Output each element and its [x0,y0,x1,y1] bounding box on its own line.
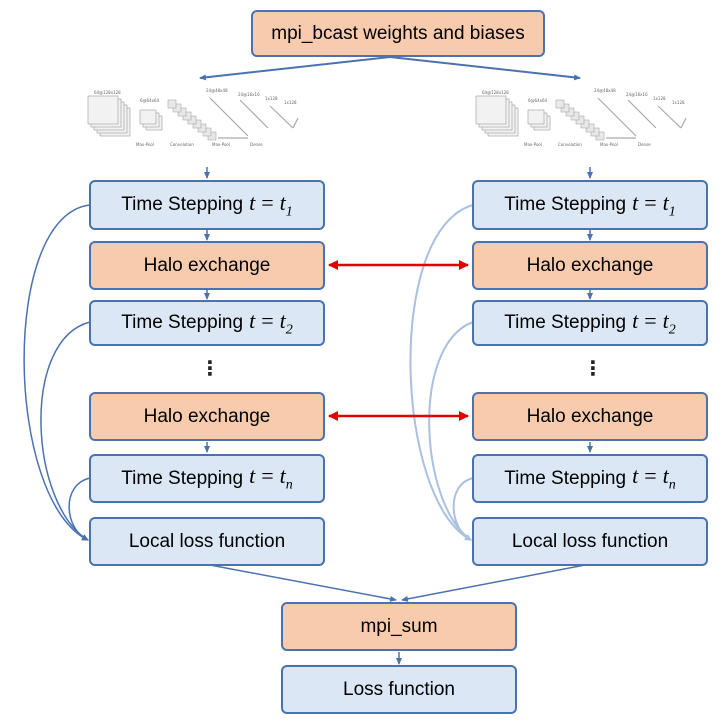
right-time-step-1: Time Stepping t=t1 [472,180,708,230]
right-loss-to-sum-arrow [401,564,586,602]
left-halo-exchange-2: Halo exchange [89,392,325,441]
right-time-step-2: Time Stepping t=t2 [472,300,708,346]
left-loss-curves [23,204,91,541]
mpi-sum-box: mpi_sum [281,602,517,651]
left-ellipsis: ⋮ [200,358,220,380]
svg-text:Max-Pool: Max-Pool [136,142,154,147]
svg-text:Max-Pool: Max-Pool [524,142,542,147]
cnn-network-icon-right: 64@128x128 6@64x64 24@48x48 24@16x16 1x1… [475,88,687,147]
halo-label: Halo exchange [143,254,271,276]
left-local-loss: Local loss function [89,517,325,566]
time-step-label: Time Stepping [504,312,627,333]
time-step-equation: t=tn [632,463,676,493]
time-step-label: Time Stepping [121,467,244,489]
svg-text:Convolution: Convolution [558,142,582,147]
time-step-label: Time Stepping [121,312,244,333]
svg-text:6@64x64: 6@64x64 [140,98,160,103]
right-ellipsis: ⋮ [583,358,603,380]
svg-text:64@128x128: 64@128x128 [94,90,121,95]
right-loss-curves [409,204,474,541]
halo-label: Halo exchange [526,254,654,276]
loss-function-box: Loss function [281,665,517,714]
right-time-step-n: Time Stepping t=tn [472,454,708,503]
cnn-network-icon-left: 64@128x128 6@64x64 24@48x48 24@16x16 1x1… [87,88,299,147]
svg-text:24@16x16: 24@16x16 [626,92,648,97]
time-step-equation: t=t1 [249,189,293,220]
svg-text:Dense: Dense [250,142,263,147]
svg-text:1x128: 1x128 [653,96,666,101]
left-time-step-2: Time Stepping t=t2 [89,300,325,346]
bcast-arrow-left [199,56,391,81]
halo-label: Halo exchange [526,405,654,427]
right-local-loss: Local loss function [472,517,708,566]
left-time-step-1: Time Stepping t=t1 [89,180,325,230]
halo-label: Halo exchange [143,405,271,427]
time-step-equation: t=t2 [249,307,293,338]
right-halo-exchange-2: Halo exchange [472,392,708,441]
svg-text:1x128: 1x128 [672,100,685,105]
bcast-arrow-right [389,56,581,81]
svg-text:1x128: 1x128 [284,100,297,105]
svg-text:6@64x64: 6@64x64 [528,98,548,103]
svg-text:Max-Pool: Max-Pool [212,142,230,147]
time-step-label: Time Stepping [504,194,627,215]
left-loss-to-sum-arrow [209,564,397,602]
right-halo-exchange-1: Halo exchange [472,241,708,290]
time-step-equation: t=t1 [632,189,676,220]
time-step-label: Time Stepping [504,467,627,489]
svg-text:Convolution: Convolution [170,142,194,147]
svg-text:24@16x16: 24@16x16 [238,92,260,97]
svg-text:Dense: Dense [638,142,651,147]
mpi-sum-label: mpi_sum [360,615,438,637]
local-loss-label: Local loss function [511,530,669,552]
svg-text:64@128x128: 64@128x128 [482,90,509,95]
time-step-equation: t=tn [249,463,293,493]
left-time-step-n: Time Stepping t=tn [89,454,325,503]
svg-text:Max-Pool: Max-Pool [600,142,618,147]
loss-function-label: Loss function [343,678,455,700]
left-halo-exchange-1: Halo exchange [89,241,325,290]
time-step-label: Time Stepping [121,194,244,215]
svg-text:1x128: 1x128 [265,96,278,101]
bcast-box: mpi_bcast weights and biases [251,10,545,57]
local-loss-label: Local loss function [128,530,286,552]
bcast-label: mpi_bcast weights and biases [271,22,525,44]
svg-text:24@48x48: 24@48x48 [594,88,616,93]
time-step-equation: t=t2 [632,307,676,338]
svg-text:24@48x48: 24@48x48 [206,88,228,93]
